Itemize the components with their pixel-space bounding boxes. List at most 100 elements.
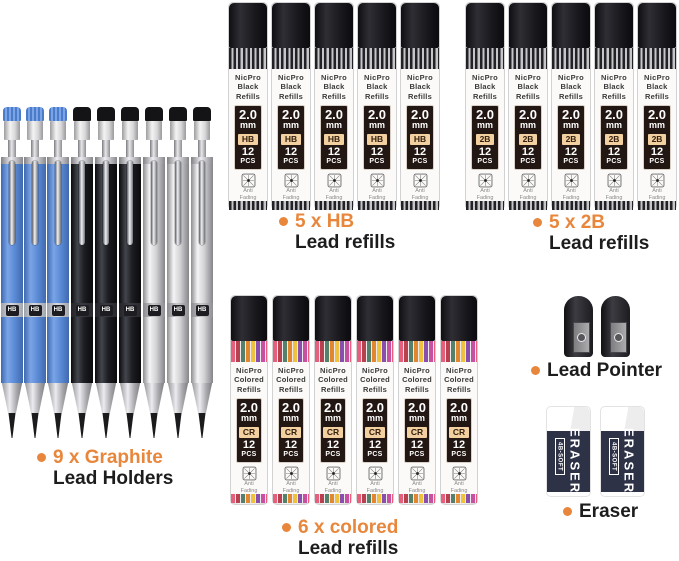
- quantity: 12: [370, 146, 384, 158]
- icon-caption: Fading: [324, 487, 342, 494]
- quantity-unit: PCS: [649, 158, 665, 165]
- eraser-title: ERASER: [567, 428, 583, 495]
- pencil-body: [1, 157, 23, 383]
- refill-type-line: Black: [323, 82, 345, 91]
- grade-badge: 2B: [475, 134, 495, 145]
- annotation-text: 5 x HB Lead refills: [295, 211, 395, 253]
- icon-caption: Fading: [605, 194, 623, 201]
- graphite-lead-holder-blue: HB: [24, 107, 46, 439]
- lead-size: 2.0: [647, 107, 667, 122]
- quantity-unit: PCS: [283, 158, 299, 165]
- eraser-cap-section: [74, 121, 90, 140]
- neck: [198, 140, 206, 157]
- lead-size-unit: mm: [411, 120, 428, 130]
- tube-cap: [441, 296, 477, 341]
- eraser-cap-section: [4, 121, 20, 140]
- eraser-cap-section: [194, 121, 210, 140]
- lead-size-unit: mm: [282, 120, 299, 130]
- anti-fading-icon: [326, 466, 341, 481]
- pencil-body: [119, 157, 141, 383]
- quantity-unit: PCS: [563, 158, 579, 165]
- lead-tip: [54, 413, 62, 438]
- lead-pointer: [601, 296, 630, 357]
- grade-badge: 2B: [647, 134, 667, 145]
- brand-text: NicPro: [515, 73, 541, 82]
- brand-text: NicPro: [320, 366, 346, 375]
- graphite-lead-holder-blue: HB: [1, 107, 23, 439]
- pocket-clip: [55, 161, 61, 245]
- lead-size: 2.0: [518, 107, 538, 122]
- brand-text: NicPro: [644, 73, 670, 82]
- bullet-icon: [279, 217, 288, 226]
- refill-type-line: Black: [237, 82, 259, 91]
- tube-cap: [595, 3, 633, 48]
- lead-size-unit: mm: [450, 413, 467, 423]
- quantity: 12: [284, 439, 298, 451]
- lead-window: [638, 48, 676, 69]
- rubber-grip: [167, 328, 189, 383]
- neck: [8, 140, 16, 157]
- push-button-cap: [169, 107, 187, 121]
- quantity-unit: PCS: [240, 158, 256, 165]
- annotation-item-line: Lead refills: [295, 232, 396, 253]
- brand-text: NicPro: [321, 73, 347, 82]
- metal-cone: [143, 383, 165, 413]
- annotation-item-line: Lead refills: [298, 538, 399, 559]
- rubber-grip: [71, 328, 93, 383]
- pencil-body: [24, 157, 46, 383]
- grade-badge: 2B: [561, 134, 581, 145]
- lead-window: [509, 48, 547, 69]
- eraser-top: [601, 407, 644, 433]
- bullet-icon: [531, 366, 540, 375]
- grade-badge: HB: [51, 305, 65, 316]
- annotation-item-line: Eraser: [579, 501, 639, 522]
- icon-caption: Anti: [328, 481, 338, 487]
- lead-window: [231, 494, 267, 503]
- lead-window: [315, 48, 353, 69]
- annotation-item-line: Lead Pointer: [547, 360, 663, 381]
- lead-window: [509, 201, 547, 210]
- pencil-body: [95, 157, 117, 383]
- icon-caption: Anti: [480, 188, 490, 194]
- refill-type-line: Black: [409, 82, 431, 91]
- sharpener-hole: [614, 333, 623, 342]
- tube-cap: [358, 3, 396, 48]
- quantity-unit: PCS: [283, 451, 299, 458]
- annotation-item-line: Lead Holders: [53, 468, 174, 489]
- quantity-unit: PCS: [451, 451, 467, 458]
- neck: [31, 140, 39, 157]
- annotation-eraser: Eraser: [563, 501, 638, 522]
- push-button-cap: [121, 107, 139, 121]
- refill-type-line: Black: [474, 82, 496, 91]
- quantity: 12: [452, 439, 466, 451]
- annotation-graphite-lead-holders: 9 x Graphite Lead Holders: [37, 447, 173, 489]
- pocket-clip: [79, 161, 85, 245]
- refill-type-line: Black: [280, 82, 302, 91]
- lead-window: [595, 48, 633, 69]
- anti-fading-icon: [242, 466, 257, 481]
- eraser-cap-section: [146, 121, 162, 140]
- icon-caption: Anti: [372, 188, 382, 194]
- icon-caption: Fading: [366, 487, 384, 494]
- grade-badge: HB: [147, 305, 161, 316]
- refill-type-line: Refills: [237, 384, 261, 394]
- anti-fading-icon: [478, 173, 493, 188]
- grade-badge: HB: [323, 134, 345, 145]
- lead-size: 2.0: [238, 107, 258, 122]
- lead-window: [229, 48, 267, 69]
- pocket-clip: [175, 161, 181, 245]
- lead-window: [273, 494, 309, 503]
